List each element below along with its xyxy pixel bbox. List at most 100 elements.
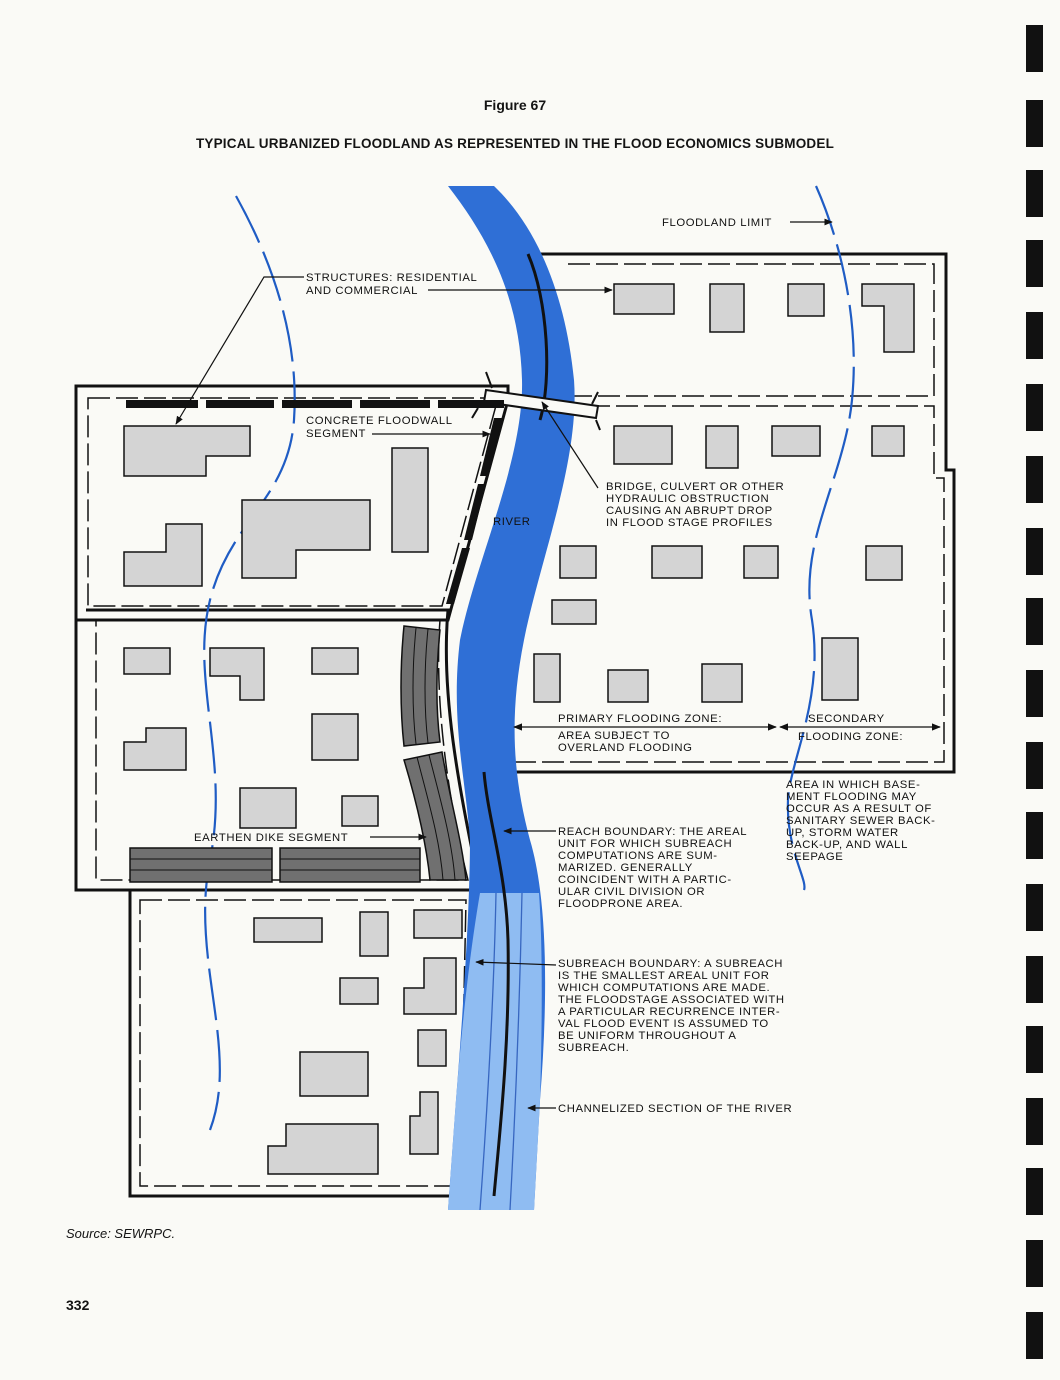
river-reach-line-lower [482, 771, 510, 1197]
svg-text:MENT FLOODING MAY: MENT FLOODING MAY [786, 791, 917, 803]
structure [613, 425, 673, 465]
svg-text:CAUSING AN ABRUPT DROP: CAUSING AN ABRUPT DROP [606, 505, 773, 517]
svg-text:SECONDARY: SECONDARY [808, 713, 885, 725]
structure [613, 283, 675, 315]
source-note: Source: SEWRPC. [66, 1226, 176, 1241]
structure [403, 957, 457, 1015]
structure [341, 795, 379, 827]
figure-number: Figure 67 [483, 97, 547, 113]
structures-leader [175, 276, 304, 425]
subreach-boundary [87, 397, 499, 607]
binding-hole [1026, 1098, 1043, 1145]
svg-text:FLOODPRONE AREA.: FLOODPRONE AREA. [558, 898, 683, 910]
structure [311, 647, 359, 675]
bridge-label: BRIDGE, CULVERT OR OTHER HYDRAULIC OBSTR… [606, 481, 784, 529]
svg-text:UNIT FOR WHICH SUBREACH: UNIT FOR WHICH SUBREACH [558, 838, 732, 850]
binding-holes [1026, 0, 1046, 1380]
structure [417, 1029, 447, 1067]
binding-hole [1026, 240, 1043, 287]
svg-text:OVERLAND FLOODING: OVERLAND FLOODING [558, 742, 693, 754]
structure [299, 1051, 369, 1097]
structure [123, 727, 187, 771]
structure [339, 977, 379, 1005]
structure [871, 425, 905, 457]
structure [861, 283, 915, 353]
structure [253, 917, 323, 943]
floodland-limit-lines [203, 185, 855, 1131]
svg-text:AREA IN WHICH BASE-: AREA IN WHICH BASE- [786, 779, 920, 791]
svg-text:AND COMMERCIAL: AND COMMERCIAL [306, 285, 418, 297]
svg-text:A PARTICULAR RECURRENCE INTER-: A PARTICULAR RECURRENCE INTER- [558, 1006, 780, 1018]
binding-hole [1026, 312, 1043, 359]
svg-text:SEEPAGE: SEEPAGE [786, 851, 843, 863]
binding-hole [1026, 100, 1043, 147]
svg-text:CONCRETE FLOODWALL: CONCRETE FLOODWALL [306, 415, 453, 427]
bridge-icon [471, 371, 601, 431]
binding-hole [1026, 956, 1043, 1003]
earthen-dike-label: EARTHEN DIKE SEGMENT [194, 832, 348, 844]
svg-text:HYDRAULIC OBSTRUCTION: HYDRAULIC OBSTRUCTION [606, 493, 769, 505]
svg-text:SANITARY SEWER BACK-: SANITARY SEWER BACK- [786, 815, 935, 827]
svg-text:REACH BOUNDARY: THE AREAL: REACH BOUNDARY: THE AREAL [558, 826, 747, 838]
dike-segment [400, 625, 441, 747]
structures [123, 283, 915, 1175]
svg-text:OCCUR AS A RESULT OF: OCCUR AS A RESULT OF [786, 803, 932, 815]
binding-hole [1026, 812, 1043, 859]
binding-hole [1026, 1026, 1043, 1073]
svg-text:WHICH COMPUTATIONS ARE MADE.: WHICH COMPUTATIONS ARE MADE. [558, 982, 770, 994]
structure [559, 545, 597, 579]
reach-boundary-east [484, 252, 956, 774]
structure [239, 787, 297, 829]
dike-segment [129, 847, 273, 883]
svg-text:SUBREACH.: SUBREACH. [558, 1042, 629, 1054]
page-number: 332 [66, 1297, 90, 1313]
bridge-leader [541, 401, 599, 489]
svg-text:ULAR CIVIL DIVISION OR: ULAR CIVIL DIVISION OR [558, 886, 705, 898]
binding-hole [1026, 528, 1043, 575]
secondary-zone-description: AREA IN WHICH BASE- MENT FLOODING MAY OC… [786, 779, 935, 863]
binding-hole [1026, 884, 1043, 931]
svg-text:SEGMENT: SEGMENT [306, 428, 366, 440]
svg-text:COMPUTATIONS ARE SUM-: COMPUTATIONS ARE SUM- [558, 850, 718, 862]
subreach-boundary [139, 899, 467, 1187]
structure [705, 425, 739, 469]
svg-text:MARIZED. GENERALLY: MARIZED. GENERALLY [558, 862, 693, 874]
structure [821, 637, 859, 701]
svg-text:COINCIDENT WITH A PARTIC-: COINCIDENT WITH A PARTIC- [558, 874, 732, 886]
floodland-limit-east [786, 185, 855, 891]
structure [709, 283, 745, 333]
svg-text:AREA SUBJECT TO: AREA SUBJECT TO [558, 730, 670, 742]
structure [209, 647, 265, 701]
svg-text:THE FLOODSTAGE ASSOCIATED WITH: THE FLOODSTAGE ASSOCIATED WITH [558, 994, 785, 1006]
svg-text:BRIDGE, CULVERT OR OTHER: BRIDGE, CULVERT OR OTHER [606, 481, 784, 493]
structure [865, 545, 903, 581]
figure-title: TYPICAL URBANIZED FLOODLAND AS REPRESENT… [195, 136, 835, 151]
binding-hole [1026, 1312, 1043, 1359]
floodwall-label: CONCRETE FLOODWALL SEGMENT [306, 415, 453, 440]
structures-label: STRUCTURES: RESIDENTIAL AND COMMERCIAL [306, 272, 477, 297]
structure [771, 425, 821, 457]
river-label: RIVER [493, 516, 531, 528]
svg-text:IN FLOOD STAGE PROFILES: IN FLOOD STAGE PROFILES [606, 517, 773, 529]
structure [701, 663, 743, 703]
reach-boundary-label: REACH BOUNDARY: THE AREAL UNIT FOR WHICH… [558, 826, 747, 910]
dike-stripes [130, 627, 456, 881]
structure [413, 909, 463, 939]
binding-hole [1026, 25, 1043, 72]
binding-hole [1026, 456, 1043, 503]
subreach-leader [475, 958, 557, 966]
svg-text:PRIMARY FLOODING ZONE:: PRIMARY FLOODING ZONE: [558, 713, 722, 725]
subreach-boundary [568, 263, 935, 397]
channel-lines [479, 892, 523, 1211]
structure [787, 283, 825, 317]
structure [607, 669, 649, 703]
binding-hole [1026, 384, 1043, 431]
structure [651, 545, 703, 579]
structure [123, 425, 251, 477]
structure [123, 647, 171, 675]
svg-text:BACK-UP, AND WALL: BACK-UP, AND WALL [786, 839, 908, 851]
structure [311, 713, 359, 761]
structure [409, 1091, 439, 1155]
concrete-floodwall [126, 400, 504, 604]
binding-hole [1026, 1240, 1043, 1287]
